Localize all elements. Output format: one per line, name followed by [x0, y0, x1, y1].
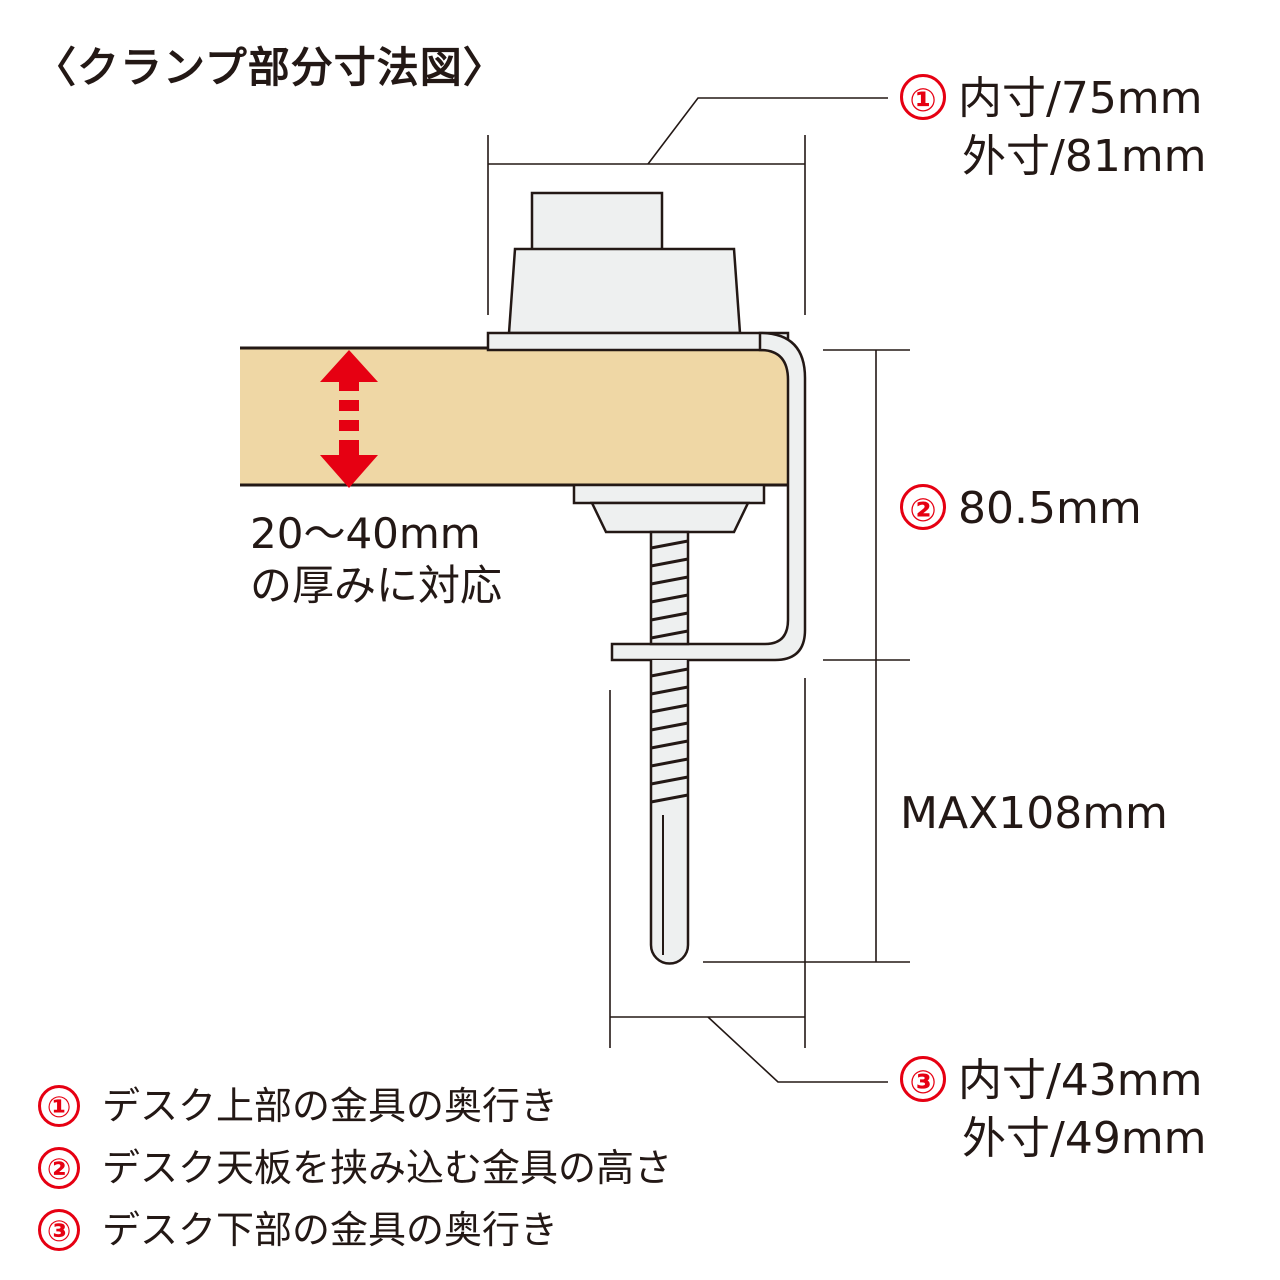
dimension-3-inner: 内寸/43mm — [958, 1055, 1203, 1106]
page-title: 〈クランプ部分寸法図〉 — [34, 43, 506, 92]
dimension-max-label: MAX108mm — [900, 788, 1168, 839]
thickness-caption: の厚みに対応 — [250, 561, 503, 610]
dimension-1-outer: 外寸/81mm — [962, 131, 1207, 182]
clamp-screw — [649, 530, 690, 965]
dimension-1-inner: 内寸/75mm — [958, 73, 1203, 124]
legend-badge-3: ③ — [38, 1208, 80, 1251]
dimension-1-label: ① 内寸/75mm 外寸/81mm — [900, 70, 1207, 186]
legend-text-1: デスク上部の金具の奥行き — [102, 1084, 559, 1128]
dimension-2-value: 80.5mm — [958, 483, 1142, 534]
clamp-upper-knob — [486, 191, 790, 352]
thickness-range: 20〜40mm — [250, 509, 481, 558]
clamp-lower-pad — [572, 483, 766, 534]
desk-board — [240, 346, 795, 487]
thickness-arrow — [320, 350, 378, 488]
legend-item-2: ② デスク天板を挟み込む金具の高さ — [38, 1137, 672, 1192]
dimension-2-label: ② 80.5mm — [900, 480, 1142, 538]
legend-badge-1: ① — [38, 1084, 80, 1127]
badge-3: ③ — [900, 1056, 946, 1102]
thickness-note: 20〜40mm の厚みに対応 — [250, 508, 502, 612]
dimension-lines — [487, 97, 910, 1083]
badge-2: ② — [900, 484, 946, 530]
legend-text-3: デスク下部の金具の奥行き — [102, 1208, 559, 1252]
legend-text-2: デスク天板を挟み込む金具の高さ — [102, 1146, 673, 1190]
badge-1: ① — [900, 74, 946, 120]
clamp-bracket — [610, 331, 807, 662]
legend-badge-2: ② — [38, 1146, 80, 1189]
dimension-3-label: ③ 内寸/43mm 外寸/49mm — [900, 1052, 1207, 1168]
dimension-3-outer: 外寸/49mm — [962, 1113, 1207, 1164]
legend-item-1: ① デスク上部の金具の奥行き — [38, 1075, 558, 1130]
legend-item-3: ③ デスク下部の金具の奥行き — [38, 1199, 558, 1254]
